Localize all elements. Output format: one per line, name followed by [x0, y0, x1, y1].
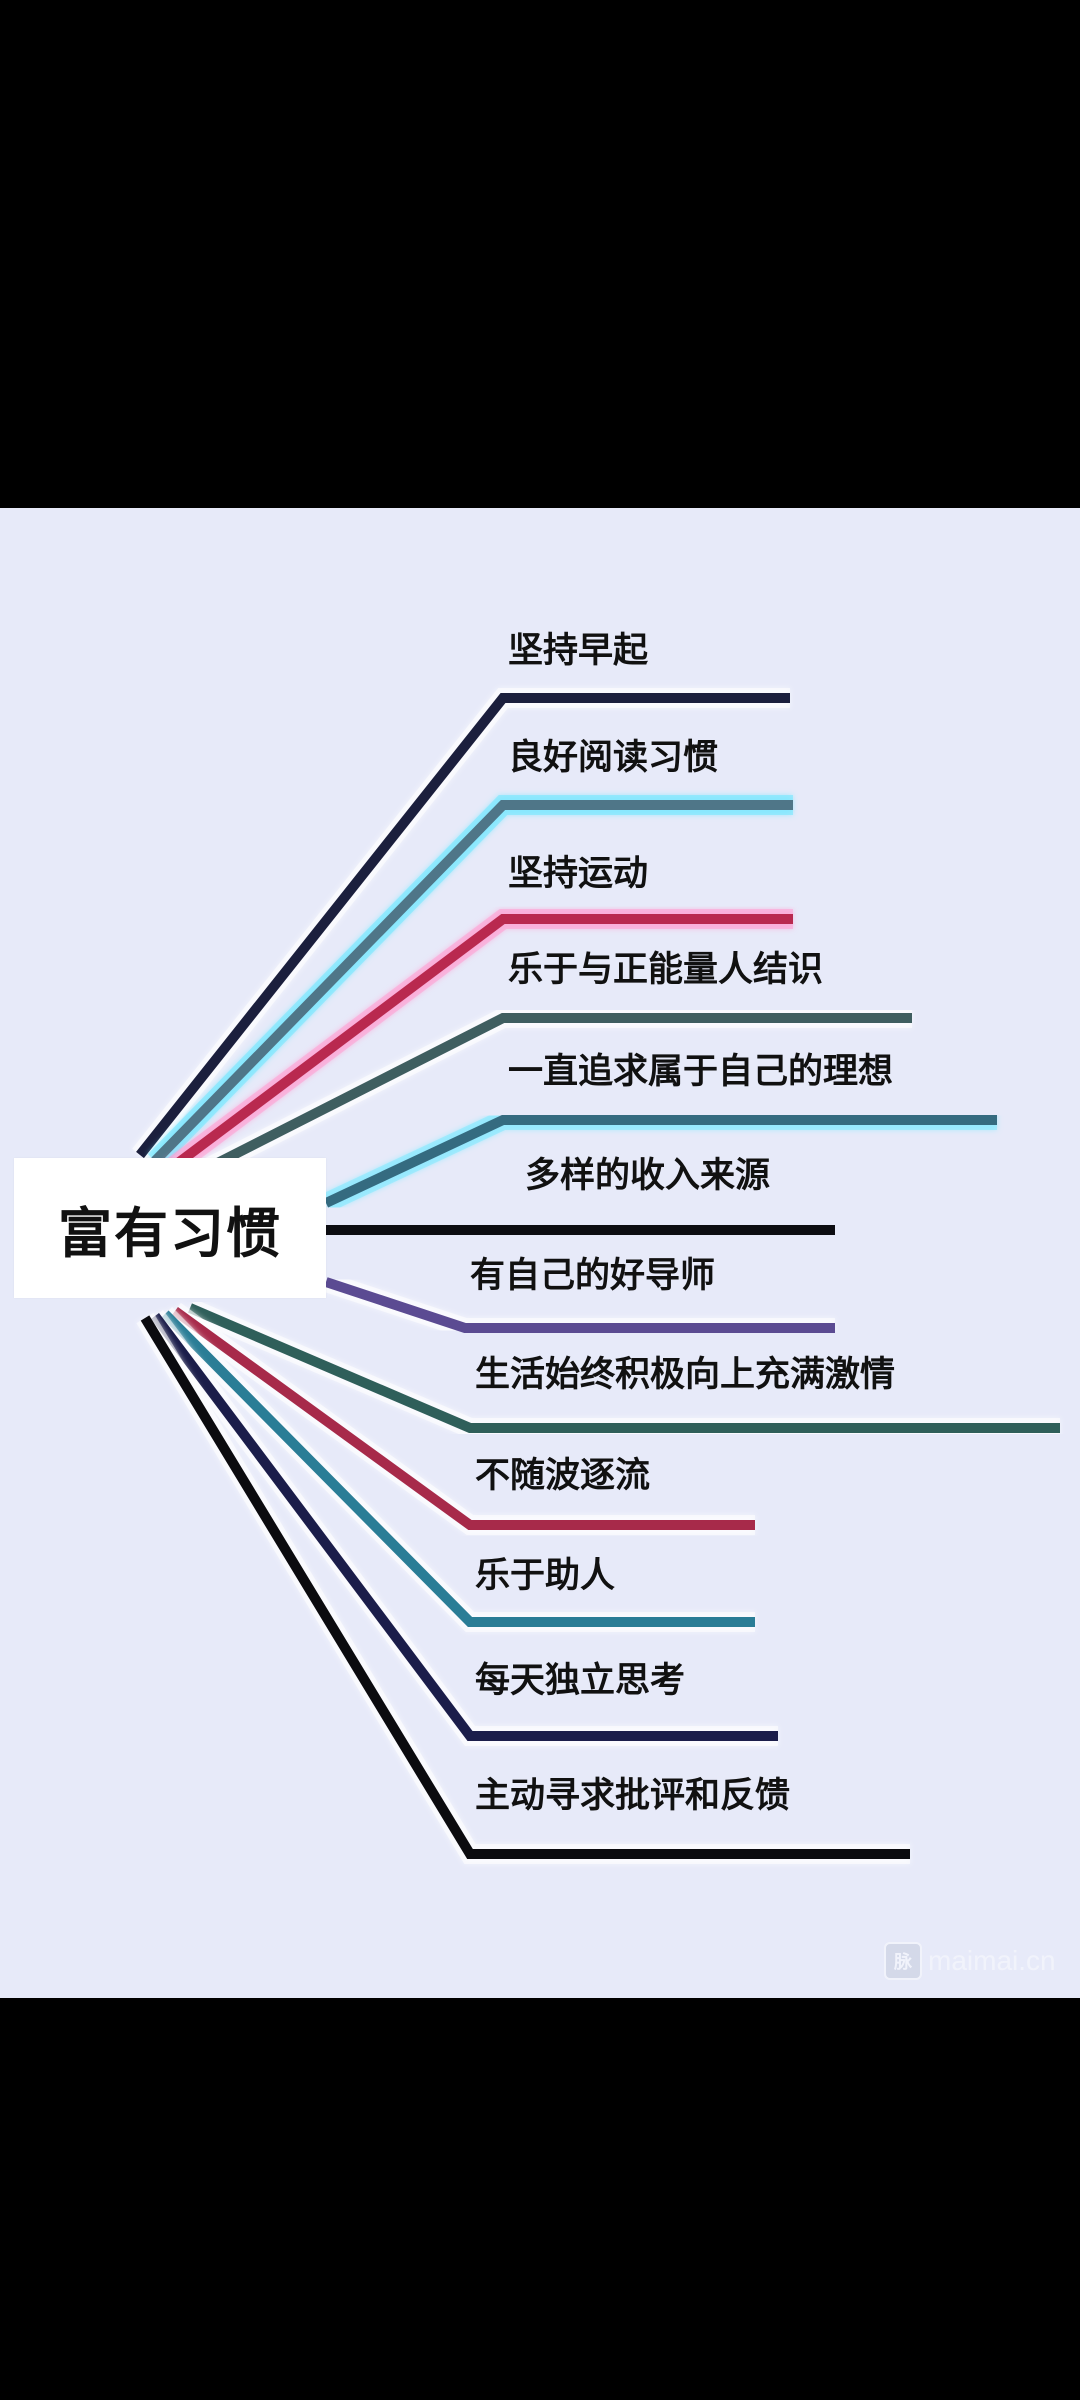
branch-label: 良好阅读习惯 [508, 738, 719, 778]
branch-label: 多样的收入来源 [525, 1156, 771, 1196]
branch-label: 坚持运动 [508, 854, 649, 894]
branch-label: 坚持早起 [508, 631, 649, 671]
watermark-text: maimai.cn [928, 1945, 1056, 1976]
watermark: 脉 maimai.cn [884, 1942, 1056, 1980]
branch-label: 主动寻求批评和反馈 [475, 1776, 791, 1816]
branch-label: 生活始终积极向上充满激情 [475, 1355, 896, 1395]
top-black-bar [0, 0, 1080, 508]
branch-connector [323, 1115, 997, 1208]
branch-label: 一直追求属于自己的理想 [508, 1052, 894, 1092]
branch-connector [151, 800, 793, 1165]
branch-label: 乐于助人 [475, 1556, 616, 1596]
mindmap-image: 富有习惯 坚持早起良好阅读习惯坚持运动乐于与正能量人结识一直追求属于自己的理想多… [0, 508, 1080, 1998]
branch-connector [324, 1277, 835, 1333]
branch-connector [140, 1315, 910, 1859]
mindmap-connectors [132, 688, 1060, 1864]
branch-connector [161, 1310, 755, 1627]
branch-connector [166, 914, 793, 1173]
branch-connector [172, 1306, 755, 1530]
branch-label: 每天独立思考 [475, 1661, 686, 1701]
branch-connector [188, 1303, 1060, 1433]
center-node: 富有习惯 [14, 1158, 326, 1298]
branch-connector [151, 1313, 778, 1741]
maimai-logo-icon: 脉 [884, 1942, 922, 1980]
branch-label: 不随波逐流 [475, 1456, 651, 1496]
branch-label: 有自己的好导师 [470, 1256, 716, 1296]
bottom-black-bar [0, 1998, 1080, 2400]
branch-label: 乐于与正能量人结识 [508, 950, 824, 990]
center-node-label: 富有习惯 [58, 1201, 282, 1265]
branch-connector [136, 693, 790, 1159]
branch-connector [187, 1013, 912, 1182]
